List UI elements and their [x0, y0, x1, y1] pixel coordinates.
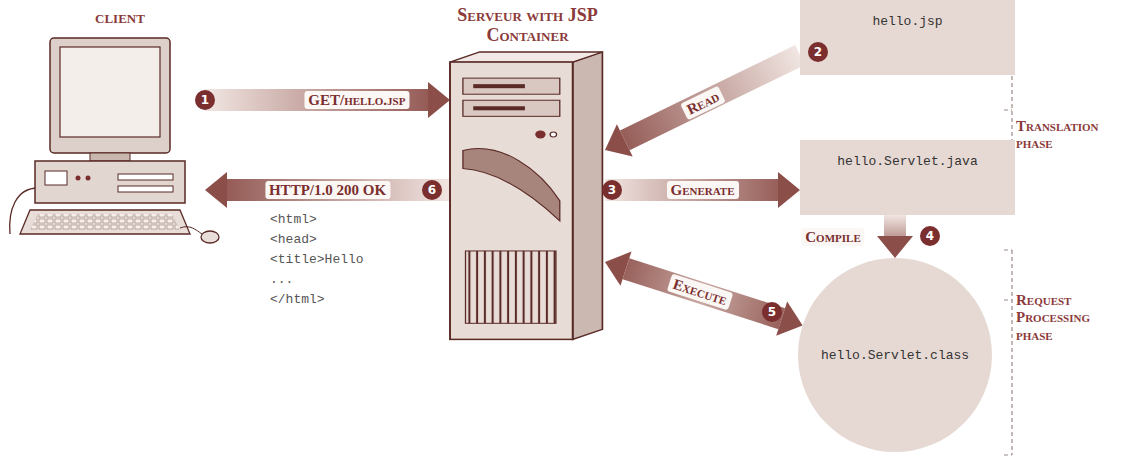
edge-label: Execute	[667, 274, 733, 311]
arrow-head	[205, 172, 227, 208]
servlet-source-box: hello.Servlet.java	[800, 140, 1015, 215]
client-computer: client	[35, 8, 205, 258]
illustration-rect	[118, 186, 173, 192]
illustration-rect	[35, 161, 185, 203]
callout-number: 3	[602, 180, 622, 200]
illustration-polygon	[20, 210, 190, 234]
illustration-rect	[50, 38, 170, 153]
edge-label: Generate	[666, 181, 738, 199]
illustration-rect	[473, 84, 525, 88]
flow-arrow	[205, 172, 450, 208]
illustration-path	[180, 227, 202, 234]
arrow-shaft	[227, 179, 450, 201]
illustration-circle	[535, 130, 545, 138]
bracket-tick	[1004, 109, 1012, 110]
illustration-rect	[466, 251, 556, 323]
arrow-head	[605, 124, 633, 156]
edge-label: GET/hello.jsp	[304, 91, 409, 109]
illustration-rect	[90, 153, 130, 161]
servlet-class-circle: hello.Servlet.class	[798, 258, 992, 452]
callout-number: 1	[195, 90, 215, 110]
illustration-circle	[76, 176, 81, 181]
illustration-circle	[550, 131, 556, 136]
illustration-polygon	[450, 52, 602, 62]
arrow-shaft	[205, 89, 428, 111]
arrow-shaft	[625, 55, 800, 140]
flow-arrow	[877, 215, 913, 258]
server-tower	[450, 50, 605, 341]
arrow-shaft	[626, 269, 782, 319]
callout-number: 6	[422, 180, 442, 200]
html-code-line: <head>	[270, 232, 317, 247]
node-heading: Serveur with JSP Container	[450, 6, 605, 46]
callout-number: 2	[808, 42, 828, 62]
illustration-rect	[60, 47, 160, 137]
computer-illustration	[30, 38, 190, 268]
arrow-head	[877, 236, 913, 258]
node-heading: client	[35, 8, 205, 28]
illustration-circle	[86, 176, 91, 181]
file-name: hello.jsp	[800, 14, 1015, 29]
illustration-rect	[118, 174, 173, 180]
phase-label: Translation phase	[1016, 118, 1126, 153]
html-code-line: ...	[270, 272, 293, 287]
bracket-line	[1011, 250, 1012, 455]
file-name: hello.Servlet.java	[800, 154, 1015, 169]
arrow-shaft	[605, 179, 778, 201]
illustration-polygon	[30, 214, 180, 230]
html-code-line: <title>Hello	[270, 252, 364, 267]
flow-arrow	[605, 172, 800, 208]
file-name: hello.Servlet.class	[821, 348, 969, 363]
arrow-head	[778, 172, 800, 208]
phase-label: Request Processing phase	[1016, 292, 1126, 344]
bracket-tick	[1004, 249, 1012, 250]
flow-arrow	[205, 82, 450, 118]
flow-arrow	[605, 252, 803, 336]
edge-label: HTTP/1.0 200 OK	[265, 181, 390, 199]
bracket-tick	[1004, 299, 1012, 300]
illustration-rect	[473, 106, 525, 110]
illustration-ellipse	[201, 231, 219, 243]
callout-number: 4	[920, 226, 940, 246]
illustration-rect	[450, 62, 573, 339]
illustration-rect	[45, 171, 67, 185]
arrow-head	[428, 82, 450, 118]
jsp-file-box: hello.jsp	[800, 0, 1015, 75]
html-code-line: </html>	[270, 292, 325, 307]
illustration-polygon	[573, 52, 603, 339]
arrow-shaft	[884, 215, 906, 236]
illustration-rect	[463, 100, 560, 116]
jsp-server: Serveur with JSP Container	[450, 6, 605, 341]
illustration-path	[463, 148, 560, 220]
arrow-head	[605, 252, 631, 286]
edge-label: Compile	[801, 228, 864, 246]
callout-number: 5	[762, 302, 782, 322]
illustration-rect	[463, 78, 560, 94]
bracket-tick	[1004, 454, 1012, 455]
flow-arrow	[605, 55, 800, 157]
html-code-line: <html>	[270, 212, 317, 227]
